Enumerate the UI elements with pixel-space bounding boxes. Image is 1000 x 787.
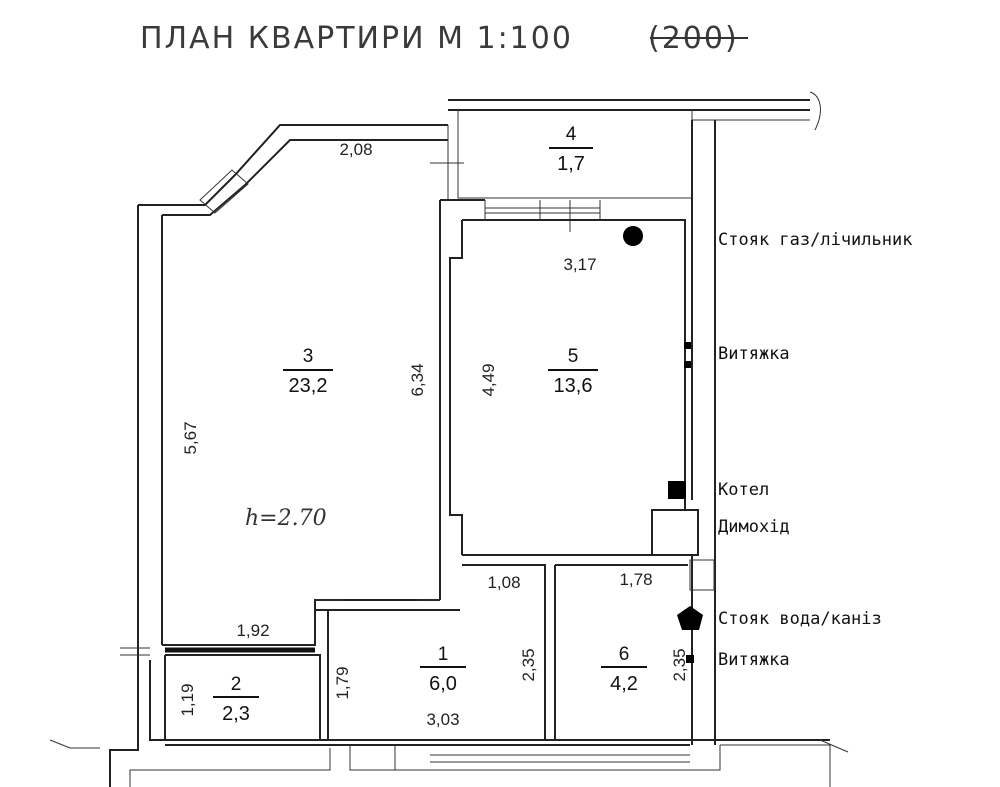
- annotation-hood-2: Витяжка: [718, 650, 790, 670]
- dim-room2-width: 1,92: [236, 621, 269, 640]
- dimension-labels: 2,08 3,17 5,67 6,34 4,49 1,92 1,19 1,79 …: [178, 140, 689, 729]
- dim-room1-right: 2,35: [519, 648, 538, 681]
- room-6-area: 4,2: [610, 673, 638, 695]
- dim-room2-height: 1,19: [178, 683, 197, 716]
- room-2-number: 2: [231, 674, 242, 695]
- hood-vent-marker: [684, 361, 691, 368]
- utility-markers: [623, 226, 703, 663]
- room-4-area: 1,7: [557, 153, 585, 175]
- room-5-area: 13,6: [554, 375, 593, 397]
- room-5-number: 5: [568, 346, 579, 367]
- annotation-chimney: Димохід: [718, 517, 790, 537]
- dim-kitchen-height: 4,49: [479, 363, 498, 396]
- water-riser-marker: [677, 606, 703, 630]
- annotation-boiler: Котел: [718, 480, 769, 500]
- dim-room6-right: 2,35: [670, 648, 689, 681]
- dim-room3-right: 6,34: [408, 363, 427, 396]
- annotation-water-riser: Стояк вода/каніз: [718, 609, 882, 629]
- walls: [49, 91, 849, 787]
- room-labels: 4 1,7 3 23,2 5 13,6 1 6,0 2 2,3 6 4,2: [213, 124, 647, 725]
- dim-kitchen-width: 3,17: [563, 255, 596, 274]
- room-4-number: 4: [566, 124, 577, 145]
- dim-room1-left: 1,79: [333, 666, 352, 699]
- boiler-marker: [668, 481, 686, 499]
- room-1-area: 6,0: [429, 673, 457, 695]
- room-6-number: 6: [619, 644, 630, 665]
- dim-room3-left: 5,67: [181, 421, 200, 454]
- room-3-number: 3: [303, 346, 314, 367]
- room-2-area: 2,3: [222, 703, 250, 725]
- room-3-area: 23,2: [289, 375, 328, 397]
- gas-riser-marker: [623, 226, 643, 246]
- annotations: Стояк газ/лічильник Витяжка Котел Димохі…: [718, 230, 912, 670]
- plan-title: ПЛАН КВАРТИРИ М 1:100: [140, 21, 573, 56]
- hood-vent-marker: [686, 655, 694, 663]
- room-1-number: 1: [438, 644, 449, 665]
- hood-vent-marker: [684, 342, 691, 349]
- dim-room1-bottom: 3,03: [426, 710, 459, 729]
- ceiling-height-note: h=2.70: [245, 506, 327, 531]
- dim-room6-top: 1,78: [619, 570, 652, 589]
- dim-room1-top: 1,08: [487, 573, 520, 592]
- annotation-hood: Витяжка: [718, 344, 790, 364]
- annotation-gas-riser: Стояк газ/лічильник: [718, 230, 912, 250]
- dim-balcony-width: 2,08: [339, 140, 372, 159]
